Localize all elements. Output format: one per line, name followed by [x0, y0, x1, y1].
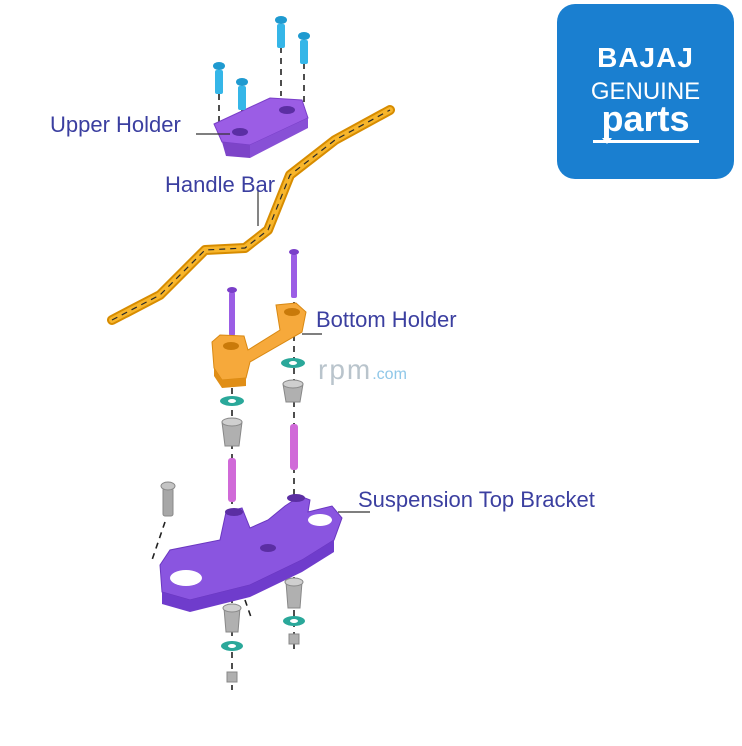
watermark-main: rpm — [318, 354, 373, 385]
bottom-holder-bolts — [227, 249, 299, 336]
upper-bolts — [213, 16, 310, 110]
rpm-watermark: rpm.com — [318, 354, 407, 386]
side-bolt — [160, 481, 176, 517]
bolt-4 — [298, 32, 310, 64]
handle-bar — [107, 105, 395, 325]
upper-holder-label: Upper Holder — [50, 112, 181, 137]
suspension-top-bracket-label: Suspension Top Bracket — [358, 487, 595, 512]
suspension-top-bracket-part — [159, 494, 343, 612]
bottom-holder-label: Bottom Holder — [316, 307, 457, 332]
bottom-holder-part — [211, 302, 307, 388]
bolt-2 — [236, 78, 248, 110]
logo-line-2: GENUINE — [590, 78, 701, 105]
logo-underline — [593, 140, 699, 143]
logo-caret-icon — [602, 138, 612, 144]
logo-line-3: parts — [601, 98, 690, 139]
leader-lines — [196, 133, 370, 513]
bolt-1 — [213, 62, 225, 94]
logo-line-1: BAJAJ — [597, 42, 694, 73]
handle-bar-label: Handle Bar — [165, 172, 276, 197]
upper-holder-part — [213, 97, 309, 158]
watermark-suffix: .com — [372, 366, 407, 383]
bajaj-genuine-parts-logo: BAJAJ GENUINE parts — [557, 4, 734, 179]
bolt-3 — [275, 16, 287, 48]
lower-fasteners — [221, 577, 305, 683]
washers-and-bushes — [220, 358, 305, 502]
